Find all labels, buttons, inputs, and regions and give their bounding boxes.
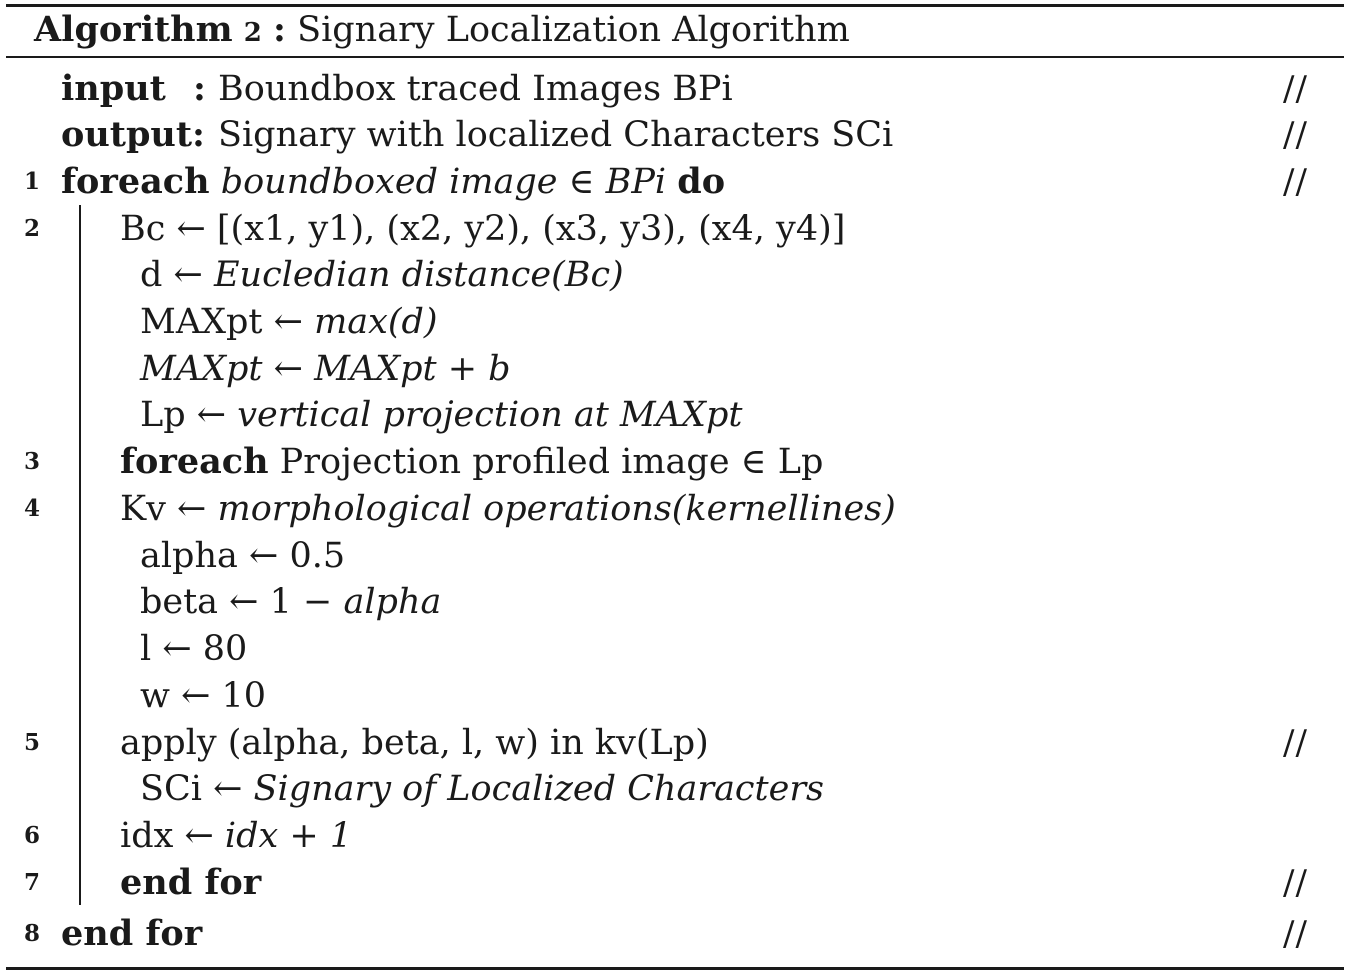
caption-separator: :	[273, 9, 286, 50]
end-for-keyword: end for	[61, 913, 203, 954]
input-colon: :	[193, 68, 206, 109]
alpha-content: alpha ← 0.5	[140, 536, 346, 576]
algorithm-line-5: 5 apply (alpha, beta, l, w) in kv(Lp) //	[0, 721, 1350, 765]
distance-line: d ← Eucledian distance(Bc)	[0, 253, 1350, 297]
caption-rule	[6, 56, 1344, 58]
comment-marker: //	[1283, 914, 1308, 954]
length-content: l ← 80	[140, 629, 248, 669]
line-1-content: foreach boundboxed image ∈ BPi do	[61, 160, 725, 204]
do-keyword: do	[677, 161, 726, 202]
algorithm-line-7: 7 end for //	[0, 861, 1350, 905]
assign-lhs: beta ← 1 −	[140, 582, 344, 622]
line-number: 2	[24, 215, 41, 242]
morphology-expression: morphological operations(kernellines)	[217, 489, 896, 529]
algorithm-line-2: 2 Bc ← [(x1, y1), (x2, y2), (x3, y3), (x…	[0, 207, 1350, 251]
algorithm-line-1: 1 foreach boundboxed image ∈ BPi do //	[0, 160, 1350, 204]
maxpt-offset-content: MAXpt ← MAXpt + b	[140, 349, 511, 389]
width-line: w ← 10	[0, 674, 1350, 718]
loop-body-bar	[79, 205, 81, 905]
comment-marker: //	[1283, 723, 1308, 763]
output-keyword: output:	[61, 114, 205, 155]
input-text: Boundbox traced Images BPi	[218, 69, 733, 109]
end-for-keyword: end for	[120, 862, 262, 903]
projection-content: Lp ← vertical projection at MAXpt	[140, 393, 742, 437]
line-number: 3	[24, 448, 41, 475]
input-keyword: input	[61, 68, 166, 109]
caption-number: 2	[243, 18, 262, 48]
beta-line: beta ← 1 − alpha	[0, 580, 1350, 624]
line-number: 6	[24, 822, 41, 849]
maxpt-line: MAXpt ← max(d)	[0, 300, 1350, 344]
output-line: output: Signary with localized Character…	[0, 113, 1350, 157]
comment-marker: //	[1283, 863, 1308, 903]
beta-content: beta ← 1 − alpha	[140, 580, 441, 624]
line-number: 4	[24, 495, 41, 522]
sci-expression: Signary of Localized Characters	[253, 769, 825, 809]
line-2-content: Bc ← [(x1, y1), (x2, y2), (x3, y3), (x4,…	[120, 207, 845, 251]
caption-title: Signary Localization Algorithm	[297, 10, 850, 50]
comment-marker: //	[1283, 162, 1308, 202]
line-5-content: apply (alpha, beta, l, w) in kv(Lp)	[120, 723, 709, 763]
algorithm-line-4: 4 Kv ← morphological operations(kernelli…	[0, 487, 1350, 531]
projection-expression: vertical projection at MAXpt	[237, 395, 743, 435]
algorithm-line-3: 3 foreach Projection profiled image ∈ Lp	[0, 440, 1350, 484]
line-number: 8	[24, 920, 41, 947]
line-number: 7	[24, 869, 41, 896]
line-4-content: Kv ← morphological operations(kernelline…	[120, 487, 896, 531]
line-3-content: foreach Projection profiled image ∈ Lp	[120, 440, 823, 484]
line-6-content: idx ← idx + 1	[120, 814, 352, 858]
inner-loop-expression: Projection profiled image ∈ Lp	[268, 442, 824, 482]
output-text: Signary with localized Characters SCi	[218, 115, 894, 155]
max-expression: max(d)	[314, 302, 438, 342]
caption-label: Algorithm	[34, 9, 233, 50]
alpha-line: alpha ← 0.5	[0, 534, 1350, 578]
maxpt-content: MAXpt ← max(d)	[140, 300, 438, 344]
algorithm-line-8: 8 end for //	[0, 912, 1350, 956]
line-number: 1	[24, 168, 41, 195]
algorithm-caption: Algorithm 2 : Signary Localization Algor…	[34, 9, 850, 50]
foreach-keyword: foreach	[120, 441, 269, 482]
distance-content: d ← Eucledian distance(Bc)	[140, 253, 624, 297]
assign-lhs: Kv ←	[120, 489, 218, 529]
foreach-keyword: foreach	[61, 161, 210, 202]
beta-expression: alpha	[343, 582, 442, 622]
top-rule	[6, 4, 1344, 7]
comment-marker: //	[1283, 69, 1308, 109]
distance-expression: Eucledian distance(Bc)	[213, 255, 624, 295]
line-number: 5	[24, 729, 41, 756]
assign-lhs: d ←	[140, 255, 214, 295]
sci-content: SCi ← Signary of Localized Characters	[140, 767, 824, 811]
sci-line: SCi ← Signary of Localized Characters	[0, 767, 1350, 811]
width-content: w ← 10	[140, 676, 267, 716]
increment-expression: idx + 1	[224, 816, 353, 856]
corner-coordinates: [(x1, y1), (x2, y2), (x3, y3), (x4, y4)]	[216, 209, 846, 249]
input-line: input : Boundbox traced Images BPi //	[0, 67, 1350, 111]
bottom-rule	[6, 967, 1344, 970]
length-line: l ← 80	[0, 627, 1350, 671]
assign-lhs: idx ←	[120, 816, 225, 856]
assign-lhs: Bc ←	[120, 209, 217, 249]
loop-expression: boundboxed image ∈ BPi	[220, 162, 667, 202]
assign-lhs: Lp ←	[140, 395, 238, 435]
comment-marker: //	[1283, 115, 1308, 155]
algorithm-line-6: 6 idx ← idx + 1	[0, 814, 1350, 858]
assign-lhs: MAXpt ←	[140, 302, 315, 342]
projection-line: Lp ← vertical projection at MAXpt	[0, 393, 1350, 437]
assign-lhs: SCi ←	[140, 769, 254, 809]
maxpt-offset-line: MAXpt ← MAXpt + b	[0, 347, 1350, 391]
